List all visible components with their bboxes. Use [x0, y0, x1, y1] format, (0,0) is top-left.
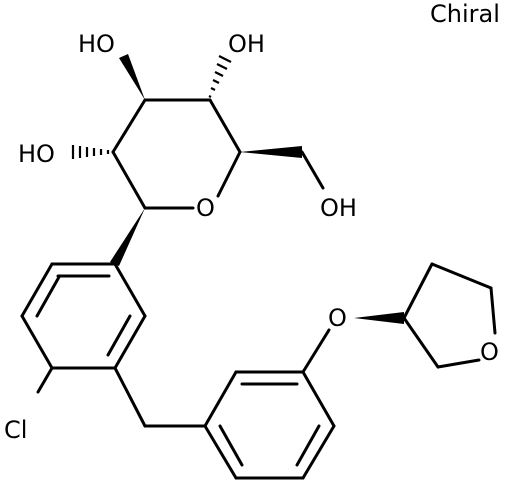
bond-a1-a2 — [113, 262, 147, 318]
double-b6-b1 — [218, 424, 244, 467]
hash-c4-oh — [208, 55, 232, 98]
pyranose-ring — [111, 98, 242, 210]
atom-oh-top-right: OH — [228, 30, 265, 58]
bond-c4-c5 — [208, 98, 242, 154]
bond-a4-cl — [36, 366, 54, 394]
wedge-c1-aryl — [110, 208, 145, 266]
bond-t5-o — [489, 286, 497, 335]
bond-b1-b2 — [203, 370, 238, 428]
atom-ring-oxygen: O — [196, 194, 215, 222]
atom-oh-top-left: HO — [78, 30, 115, 58]
double-b4-b5 — [295, 424, 321, 467]
phenyl-ring — [203, 370, 336, 480]
bond-ch2-oh — [300, 150, 325, 190]
wedge-c5-ch2 — [240, 146, 302, 158]
bond-c2-c3 — [111, 98, 147, 154]
bond-a2-a3 — [113, 314, 147, 370]
bond-b3-o — [301, 328, 331, 374]
bond-b4-b5 — [301, 424, 336, 480]
atom-chlorine: Cl — [4, 416, 27, 444]
wedge-o-thf — [354, 312, 404, 324]
chiral-label: Chiral — [430, 0, 500, 28]
bond-t2-t3 — [402, 316, 440, 369]
atom-oh-ch2: OH — [320, 194, 357, 222]
bond-a5-a6 — [20, 262, 54, 318]
bond-c1-c2 — [111, 150, 147, 210]
bond-c5-o — [216, 150, 242, 198]
thf-ring — [402, 262, 497, 369]
atom-thf-oxygen: O — [480, 338, 499, 366]
bond-a4-a5 — [20, 314, 54, 370]
atom-ether-oxygen: O — [328, 304, 347, 332]
double-a2-a3 — [106, 314, 132, 357]
bond-b3-b4 — [301, 370, 336, 428]
bond-o-t2 — [436, 358, 481, 369]
chlorophenyl-ring — [20, 262, 147, 370]
double-a5-a6 — [35, 275, 61, 318]
bond-b6-b1 — [203, 424, 238, 480]
wedge-c3-oh — [119, 54, 145, 100]
bond-t3-t4 — [402, 262, 434, 320]
atom-oh-left: HO — [18, 140, 55, 168]
bond-a3-ch2 — [113, 366, 147, 428]
hash-c2-oh — [71, 145, 110, 159]
bond-t4-t5 — [430, 262, 493, 290]
